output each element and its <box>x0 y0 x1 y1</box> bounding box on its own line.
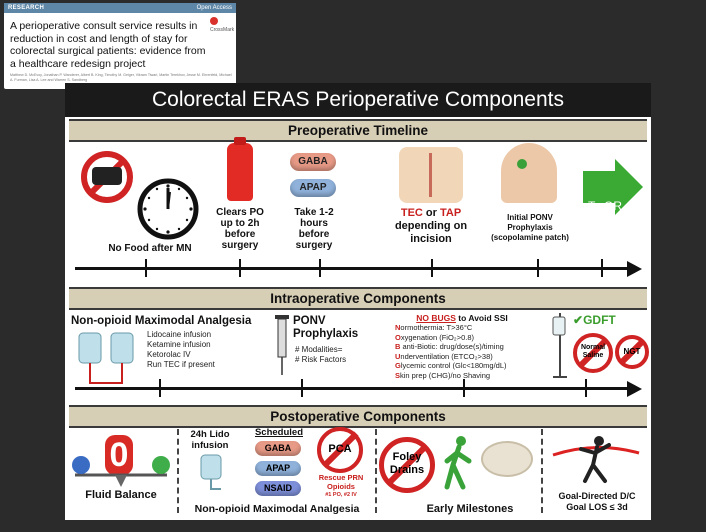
normal-saline-label: Normal Saline <box>580 344 606 359</box>
to-or-arrow-icon[interactable] <box>583 159 643 215</box>
ssi-item: B anti-Biotic: drug/dose(s)/timing <box>395 342 504 351</box>
intraop-analgesia-title: Non-opioid Maximodal Analgesia <box>71 315 252 327</box>
preop-tick <box>145 259 147 277</box>
ssi-item: Skin prep (CHG)/no Shaving <box>395 370 491 380</box>
preop-tick <box>537 259 539 277</box>
preop-header: Preoperative Timeline <box>69 119 647 142</box>
to-or-label: To OR <box>587 199 622 213</box>
no-food-icon <box>81 151 133 203</box>
intraop-ponv-title: PONV Prophylaxis <box>293 315 359 340</box>
clears-label: Clears PO up to 2h before surgery <box>216 207 264 251</box>
finish-line-runner-icon <box>552 436 640 483</box>
ponv-item: # Risk Factors <box>295 355 347 364</box>
intraop-tick <box>301 379 303 397</box>
intraop-tick <box>159 379 161 397</box>
preop-tick <box>601 259 603 277</box>
pca-label: PCA <box>328 443 352 455</box>
ponv-item: # Modalities= <box>295 345 343 354</box>
preop-tick <box>319 259 321 277</box>
lido-iv-bag-icon <box>200 454 222 490</box>
postop-analgesia-label: Non-opioid Maximodal Analgesia <box>194 503 360 515</box>
paper-header-card: RESEARCH Open Access CrossMark A periope… <box>4 3 236 89</box>
ssi-item: Glycemic control (Glc<180mg/dL) <box>395 361 507 370</box>
meal-plate-icon <box>481 441 533 477</box>
fluid-balance-label: Fluid Balance <box>85 489 157 501</box>
lido-label: 24h Lido infusion <box>190 429 230 451</box>
paper-authors: Matthew D. McEvoy, Jonathan P. Wanderer,… <box>10 73 232 82</box>
postop-header: Postoperative Components <box>69 405 647 428</box>
paper-section-bar: RESEARCH Open Access <box>4 3 236 13</box>
postop-divider <box>375 429 377 513</box>
balance-scale-icon <box>72 456 170 487</box>
fluid-zero-icon: 0 <box>105 435 133 475</box>
early-milestones-label: Early Milestones <box>426 503 514 515</box>
ssi-title: NO BUGS to Avoid SSI <box>416 313 508 323</box>
analgesia-item: Ketamine infusion <box>147 340 211 349</box>
foley-drains-label: Foley Drains <box>389 451 425 476</box>
open-access-label: Open Access <box>196 5 232 11</box>
crossmark-badge: CrossMark <box>210 17 234 33</box>
syringe-icon <box>275 315 289 375</box>
intraop-timeline <box>75 387 631 390</box>
preop-tick <box>431 259 433 277</box>
postop-gaba-pill: GABA <box>255 441 301 456</box>
scheduled-label: Scheduled <box>254 427 304 438</box>
ssi-item: Underventilation (ETCO₂>38) <box>395 351 493 361</box>
preop-timeline-arrow <box>627 261 642 277</box>
ssi-item: Normothermia: T>36°C <box>395 323 473 332</box>
take-label: Take 1-2 hours before surgery <box>294 207 334 251</box>
back-epidural-icon <box>399 147 463 203</box>
analgesia-item: Ketorolac IV <box>147 350 191 359</box>
walking-person-icon <box>444 436 472 490</box>
sports-drink-icon <box>227 137 253 201</box>
ssi-list: Normothermia: T>36°C Oxygenation (FiO₂>0… <box>395 323 551 380</box>
gdft-label: ✔GDFT <box>573 313 616 327</box>
postop-divider <box>541 429 543 513</box>
clock-icon <box>137 178 199 240</box>
postop-nsaid-pill: NSAID <box>255 481 301 496</box>
ponv-initial-label: Initial PONV Prophylaxis (scopolamine pa… <box>491 213 569 242</box>
ssi-item: Oxygenation (FiO₂>0.8) <box>395 332 474 342</box>
crossmark-icon <box>210 17 218 25</box>
preop-tick <box>239 259 241 277</box>
preop-timeline <box>75 267 631 270</box>
iv-bags-icon <box>78 332 134 384</box>
intraop-tick <box>463 379 465 397</box>
rescue-opioids-sub: #1 PO, #2 IV <box>325 492 357 498</box>
no-foley-icon <box>379 437 435 493</box>
intraop-ponv-list: # Modalities= # Risk Factors <box>295 345 375 365</box>
goal-dc-label: Goal-Directed D/C Goal LOS ≤ 3d <box>558 491 636 512</box>
paper-title: A perioperative consult service results … <box>10 20 206 70</box>
intraop-tick <box>585 379 587 397</box>
rescue-opioids-label: Rescue PRN Opioids <box>318 473 364 491</box>
analgesia-item: Lidocaine infusion <box>147 330 212 339</box>
intraop-header: Intraoperative Components <box>69 287 647 310</box>
eras-poster: Colorectal ERAS Perioperative Components… <box>65 83 651 520</box>
food-icon <box>92 167 122 185</box>
section-label: RESEARCH <box>8 5 45 11</box>
postop-apap-pill: APAP <box>255 461 301 476</box>
gaba-pill: GABA <box>290 153 336 171</box>
tec-tap-label: TEC or TAP depending on incision <box>394 207 468 245</box>
no-saline-icon <box>573 333 613 373</box>
no-food-label: No Food after MN <box>108 243 192 254</box>
iv-pole-icon <box>552 313 567 378</box>
no-ngt-icon <box>615 335 649 369</box>
apap-pill: APAP <box>290 179 336 197</box>
scopolamine-patch-icon <box>501 143 557 203</box>
poster-title: Colorectal ERAS Perioperative Components <box>65 83 651 117</box>
ngt-label: NGT <box>623 347 641 356</box>
intraop-timeline-arrow <box>627 381 642 397</box>
no-pca-icon <box>317 427 363 473</box>
analgesia-item: Run TEC if present <box>147 360 215 369</box>
postop-divider <box>177 429 179 513</box>
intraop-analgesia-list: Lidocaine infusion Ketamine infusion Ket… <box>147 330 257 370</box>
